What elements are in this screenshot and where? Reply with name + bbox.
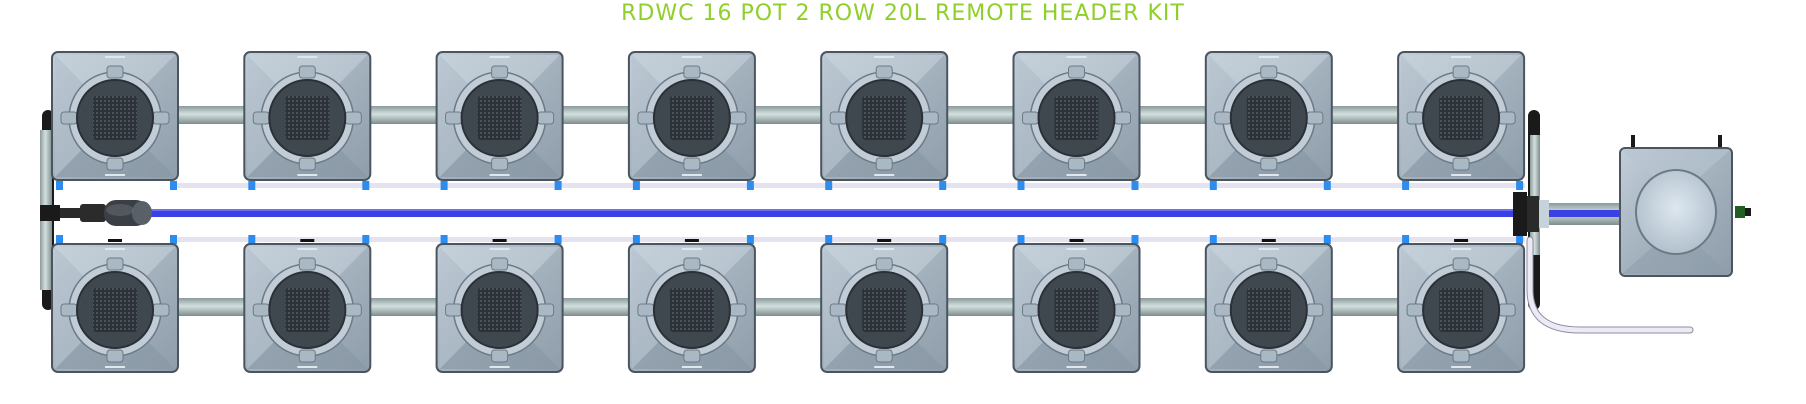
air-connector [170,181,177,190]
air-fitting [1454,239,1469,242]
header-junction [1513,192,1619,236]
pot [243,243,372,373]
air-connector [939,181,947,190]
air-connector [632,181,640,190]
air-connector [440,235,448,244]
air-connector [56,181,63,190]
pot-grid [51,51,1526,373]
pot [627,243,756,373]
air-connector [1209,235,1217,244]
air-fitting [877,239,892,242]
air-connector [362,235,370,244]
air-fitting [684,239,699,242]
air-connector [1131,235,1139,244]
air-connector [554,235,562,244]
air-connector [632,235,640,244]
air-connector [1516,181,1524,190]
pot [51,243,179,373]
pot [820,243,949,373]
pot [243,51,372,181]
air-connector [1017,181,1025,190]
air-connector [440,181,448,190]
air-connector [1402,181,1410,190]
pot [1012,243,1141,373]
pot [1204,243,1333,373]
pot [1397,243,1526,373]
pot [820,51,949,181]
air-connector [554,181,562,190]
return-line [150,209,1605,217]
header-tank-icon [1619,135,1751,277]
pot [1397,51,1526,181]
air-connector [248,181,256,190]
air-connector [1402,235,1410,244]
pot [1204,51,1333,181]
pot [435,243,564,373]
air-fitting [108,239,122,242]
air-connector [56,235,63,244]
air-connector [939,235,947,244]
air-fitting [1261,239,1276,242]
air-connector [1323,235,1331,244]
air-fitting [1069,239,1084,242]
air-fitting [492,239,507,242]
air-connector [170,235,177,244]
drain-hose-icon [1526,236,1694,334]
pump-icon [40,200,152,226]
air-line-connectors [56,177,1524,244]
pot [1012,51,1141,181]
air-connector [746,181,754,190]
air-connector [825,181,833,190]
air-connector [825,235,833,244]
air-lines [170,183,1525,242]
air-connector [1323,181,1331,190]
air-connector [362,181,370,190]
air-connector [1017,235,1025,244]
air-connector [746,235,754,244]
pot [435,51,564,181]
air-connector [1209,181,1217,190]
pot [51,51,179,181]
pot [627,51,756,181]
air-connector [1516,235,1524,244]
air-connector [248,235,256,244]
air-fitting [300,239,315,242]
diagram-title: RDWC 16 POT 2 ROW 20L REMOTE HEADER KIT [621,1,1185,26]
air-connector [1131,181,1139,190]
